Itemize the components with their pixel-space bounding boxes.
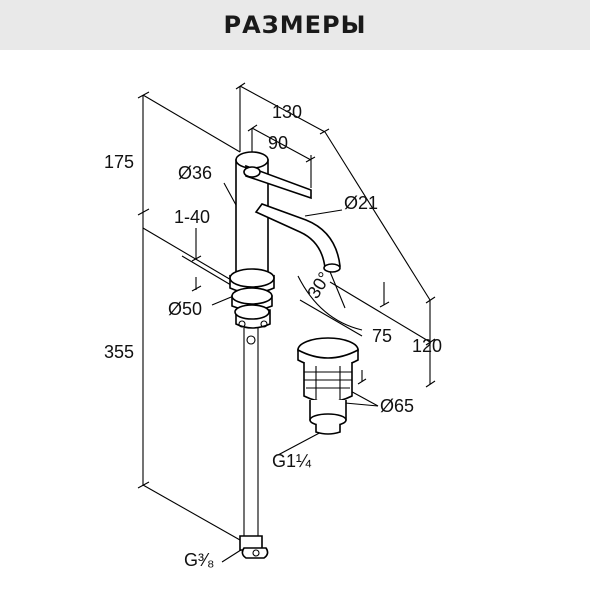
label-30deg: 30° bbox=[303, 268, 334, 302]
label-d50: Ø50 bbox=[168, 299, 202, 319]
header-bar: РАЗМЕРЫ bbox=[0, 0, 590, 50]
dimension-175 bbox=[137, 91, 241, 216]
label-g38: G³⁄₈ bbox=[184, 550, 214, 570]
faucet-body bbox=[229, 151, 341, 559]
dimension-deck bbox=[181, 228, 237, 292]
label-1-40: 1-40 bbox=[174, 207, 210, 227]
dimension-120 bbox=[324, 131, 436, 388]
label-d36: Ø36 bbox=[178, 163, 212, 183]
dimension-75 bbox=[297, 261, 390, 337]
label-d65: Ø65 bbox=[380, 396, 414, 416]
page-title: РАЗМЕРЫ bbox=[223, 11, 367, 39]
dimension-130 bbox=[235, 82, 330, 152]
label-75: 75 bbox=[372, 326, 392, 346]
label-90: 90 bbox=[268, 133, 288, 153]
label-g114: G1¼ bbox=[272, 451, 312, 471]
drain-valve bbox=[297, 337, 359, 435]
label-175: 175 bbox=[104, 152, 134, 172]
label-d21: Ø21 bbox=[344, 193, 378, 213]
leader-d36 bbox=[223, 182, 237, 206]
label-130: 130 bbox=[272, 102, 302, 122]
leader-d21 bbox=[304, 209, 343, 217]
leader-g114 bbox=[277, 429, 326, 456]
dimension-355 bbox=[137, 212, 241, 541]
dimension-90 bbox=[247, 124, 316, 188]
label-355: 355 bbox=[104, 342, 134, 362]
label-120: 120 bbox=[412, 336, 442, 356]
